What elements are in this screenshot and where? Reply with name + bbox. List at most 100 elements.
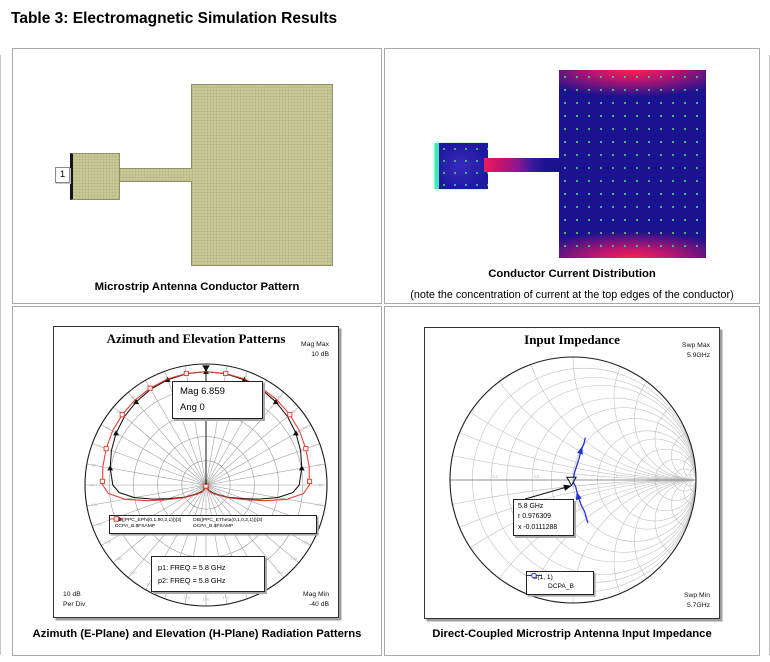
current-patch-heatmap [559,70,706,258]
svg-text:0.5: 0.5 [534,475,539,479]
callout-r-line: r 0.976309 [518,513,551,521]
svg-text:-70: -70 [96,443,103,448]
callout-arrow-line [524,486,568,500]
svg-text:2: 2 [616,475,618,479]
svg-text:-20: -20 [164,375,171,380]
svg-text:-130: -130 [114,556,123,561]
caption-conductor-pattern: Microstrip Antenna Conductor Pattern [94,281,300,293]
svg-text:100: 100 [315,502,322,507]
svg-text:180: 180 [203,597,210,602]
mag-max-text: Mag Max [301,341,329,348]
callout-mag-line: Mag 6.859 [180,386,225,397]
polar-outer-circle [84,363,328,607]
per-div-label: 10 dB Per Div [63,590,85,610]
impedance-plot-frame: 0.20.512510 Input Impedance Swp Max 5.9G… [424,327,720,619]
peak-marker-callout: Mag 6.859 Ang 0 [172,381,263,420]
smith-outer-circle [449,356,697,604]
svg-text:10: 10 [675,475,679,479]
page-title: Table 3: Electromagnetic Simulation Resu… [11,10,338,27]
svg-text:140: 140 [276,570,283,575]
svg-text:-80: -80 [91,462,98,467]
cell-conductor-pattern: 1 Microstrip Antenna Conductor Pattern [12,48,382,304]
mag-max-value: 10 dB [311,351,329,359]
legend-etheta-text: DB(|PPC_ETheta(0,1,0,2,1)|)[3] DCPA_B.$F… [193,518,262,531]
trace-direction-arrow [577,446,583,455]
port-number-box: 1 [55,167,70,183]
param-p2: p2: FREQ = 5.8 GHz [158,576,226,586]
svg-text:90: 90 [318,482,323,487]
svg-text:5: 5 [657,475,659,479]
svg-text:50: 50 [291,409,296,414]
per-div-value: 10 dB [63,590,81,598]
antenna-feed-pad-shape [70,153,120,200]
caption-current-distribution: Conductor Current Distribution [488,268,656,280]
svg-text:0.2: 0.2 [493,475,498,479]
svg-text:40: 40 [277,395,282,400]
current-feed-pad-heatmap [435,143,488,189]
mag-min-label: Mag Min -40 dB [303,590,329,610]
swp-max-value: 5.9GHz [686,352,710,360]
legend-ephi-text: DB(|PPC_EPhi(0,1,90,2,1)|)[3] DCPA_B.$FS… [115,518,181,531]
legend-s11-row: S(1, 1) [527,572,589,583]
legend-entry-ephi: DB(|PPC_EPhi(0,1,90,2,1)|)[3] DCPA_B.$FS… [110,516,181,531]
callout-x-line: x -0.0111288 [518,523,558,531]
swp-min-label: Swp Min 5.7GHz [684,591,710,611]
impedance-plot-title: Input Impedance [524,332,620,347]
radiation-plot-title: Azimuth and Elevation Patterns [106,331,286,346]
svg-text:-140: -140 [128,570,137,575]
radiation-legend: DB(|PPC_EPhi(0,1,90,2,1)|)[3] DCPA_B.$FS… [109,515,317,534]
swp-min-text: Swp Min [683,591,710,599]
mag-min-value: -40 dB [308,600,329,608]
legend-etheta-trace: DCPA_B.$FSAMP [193,524,234,530]
cell-current-distribution: Conductor Current Distribution (note the… [384,48,760,304]
svg-text:-100: -100 [89,502,98,507]
legend-ephi-name: DB(|PPC_EPhi(0,1,90,2,1)|)[3] [115,518,182,523]
impedance-marker-callout: 5.8 GHz r 0.976309 x -0.0111288 [513,499,574,537]
svg-text:160: 160 [242,590,249,595]
radiation-plot-frame: -170-160-150-140-130-120-110-100-90-80-7… [53,326,339,618]
svg-text:-120: -120 [103,540,112,545]
swp-max-text: Swp Max [682,342,710,349]
svg-text:-60: -60 [104,425,111,430]
legend-entry-etheta: DB(|PPC_ETheta(0,1,0,2,1)|)[3] DCPA_B.$F… [110,516,262,531]
cell-radiation-patterns: -170-160-150-140-130-120-110-100-90-80-7… [12,306,382,656]
svg-text:80: 80 [316,462,321,467]
note-current-distribution: (note the concentration of current at th… [410,289,734,301]
mag-max-label: Mag Max 10 dB [301,340,329,360]
svg-text:60: 60 [303,425,308,430]
antenna-feedline-shape [117,168,192,182]
svg-text:170: 170 [223,595,230,600]
freq-param-box: p1: FREQ = 5.8 GHz p2: FREQ = 5.8 GHz [151,556,265,592]
svg-text:-110: -110 [95,521,103,526]
param-p1: p1: FREQ = 5.8 GHz [158,563,226,572]
svg-text:130: 130 [290,556,297,561]
callout-arrowhead [563,484,572,491]
svg-text:120: 120 [302,540,309,545]
svg-text:-150: -150 [145,581,154,586]
impedance-legend: S(1, 1) DCPA_B [526,571,594,595]
peak-marker-triangle [202,365,210,372]
svg-text:-160: -160 [163,590,172,595]
legend-ephi-trace: DCPA_B.$FSAMP [115,524,156,530]
impedance-smith-chart: 0.20.512510 [449,356,697,604]
svg-text:20: 20 [243,375,248,380]
legend-etheta-name: DB(|PPC_ETheta(0,1,0,2,1)|)[3] [193,518,263,523]
current-feedline-heatmap [484,158,559,172]
callout-ang-line: Ang 0 [180,402,205,414]
caption-impedance: Direct-Coupled Microstrip Antenna Input … [432,628,712,640]
antenna-patch-shape [191,84,333,266]
swp-min-value: 5.7GHz [686,601,710,609]
per-div-text: Per Div [63,600,86,608]
svg-text:70: 70 [311,443,316,448]
svg-text:-90: -90 [89,482,96,487]
caption-radiation: Azimuth (E-Plane) and Elevation (H-Plane… [32,628,362,640]
legend-s11-name: S(1, 1) [533,574,553,581]
callout-freq-line: 5.8 GHz [518,503,544,510]
svg-text:-40: -40 [130,395,137,400]
swp-max-label: Swp Max 5.9GHz [682,341,710,361]
svg-text:-50: -50 [116,409,123,414]
freq-marker-triangle [566,476,578,487]
legend-s11-trace: DCPA_B [548,582,574,590]
cell-input-impedance: 0.20.512510 Input Impedance Swp Max 5.9G… [384,306,760,656]
